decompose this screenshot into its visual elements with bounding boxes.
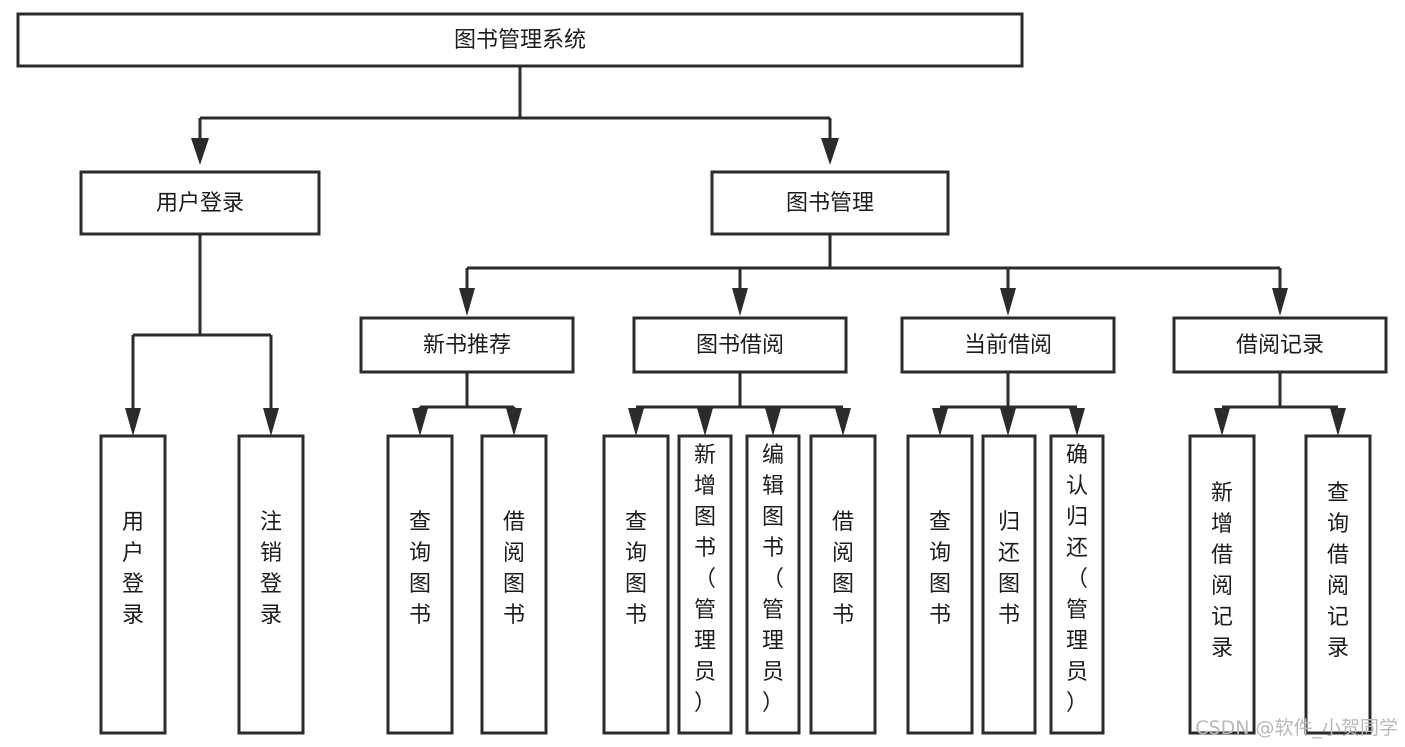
node-leaf-borrow-book-bb-box — [809, 434, 877, 735]
node-leaf-borrow-book-nb[interactable]: 借阅图书 — [480, 434, 548, 735]
node-leaf-user-login-box — [99, 434, 167, 735]
arrow-head-br1 — [1214, 408, 1230, 436]
connectors-bookborrow-to-leaves — [628, 372, 851, 436]
connectors-root-to-level1 — [191, 66, 839, 165]
connectors-borrowrecords-to-leaves — [1214, 372, 1346, 436]
node-user-login-label: 用户登录 — [156, 191, 244, 216]
node-new-book-recommend[interactable]: 新书推荐 — [359, 316, 575, 374]
arrow-head-nb2 — [506, 408, 522, 436]
connectors-currentborrow-to-leaves — [932, 372, 1085, 436]
node-leaf-query-book-nb-label: 查询图书 — [409, 510, 431, 628]
node-leaf-borrow-book-nb-label: 借阅图书 — [503, 510, 525, 628]
arrow-head-cb1 — [932, 408, 948, 436]
arrow-head-leaf-user-login — [125, 408, 141, 436]
node-user-login[interactable]: 用户登录 — [79, 170, 321, 236]
node-book-borrow[interactable]: 图书借阅 — [632, 316, 848, 374]
node-book-management[interactable]: 图书管理 — [710, 170, 950, 236]
arrow-head-cb3 — [1069, 408, 1085, 436]
node-leaf-user-login-label: 用户登录 — [122, 510, 144, 628]
node-book-borrow-label: 图书借阅 — [696, 333, 784, 358]
node-user-login-box — [79, 170, 321, 236]
node-leaf-add-borrow-record-box — [1188, 434, 1256, 735]
arrow-head-bb4 — [835, 408, 851, 436]
node-leaf-borrow-book-bb-label: 借阅图书 — [832, 510, 854, 628]
node-leaf-query-book-cb-box — [906, 434, 974, 735]
node-leaf-edit-book-admin[interactable]: 编辑图书（管理员） — [745, 434, 801, 735]
node-current-borrow[interactable]: 当前借阅 — [900, 316, 1116, 374]
connectors-bookmgmt-to-level2 — [459, 234, 1288, 316]
watermark-label: CSDN @软件_小贺同学 — [1195, 717, 1398, 739]
node-root-book-management-system[interactable]: 图书管理系统 — [16, 12, 1024, 68]
node-leaf-return-book-label: 归还图书 — [998, 510, 1020, 628]
node-leaf-query-book-cb[interactable]: 查询图书 — [906, 434, 974, 735]
node-borrow-records-box — [1172, 316, 1388, 374]
node-borrow-records[interactable]: 借阅记录 — [1172, 316, 1388, 374]
arrow-head-leaf-logout — [263, 408, 279, 436]
arrow-head-user-login — [191, 138, 209, 165]
node-leaf-query-borrow-record[interactable]: 查询借阅记录 — [1304, 434, 1372, 735]
node-borrow-records-label: 借阅记录 — [1236, 333, 1324, 358]
node-root-box — [16, 12, 1024, 68]
arrow-head-bb2 — [697, 408, 713, 436]
arrow-head-bb1 — [628, 408, 644, 436]
node-leaf-return-book-box — [981, 434, 1037, 735]
node-leaf-query-book-nb[interactable]: 查询图书 — [386, 434, 454, 735]
node-leaf-query-book-bb-box — [602, 434, 670, 735]
node-leaf-query-book-nb-box — [386, 434, 454, 735]
arrow-head-borrow — [732, 288, 748, 316]
arrow-head-cb2 — [1000, 408, 1016, 436]
node-leaf-add-borrow-record[interactable]: 新增借阅记录 — [1188, 434, 1256, 735]
node-book-management-box — [710, 170, 950, 236]
node-leaf-query-borrow-record-box — [1304, 434, 1372, 735]
node-leaf-add-book-admin-box — [677, 434, 733, 735]
node-leaf-logout-label: 注销登录 — [260, 510, 282, 628]
node-current-borrow-label: 当前借阅 — [964, 333, 1052, 358]
node-leaf-confirm-return-admin-label: 确认归还（管理员） — [1066, 443, 1088, 716]
node-leaf-edit-book-admin-label: 编辑图书（管理员） — [762, 443, 784, 716]
connectors-newbook-to-leaves — [412, 372, 522, 436]
arrow-head-records — [1272, 288, 1288, 316]
node-leaf-logout-box — [237, 434, 305, 735]
arrow-head-newbook — [459, 288, 475, 316]
node-leaf-return-book[interactable]: 归还图书 — [981, 434, 1037, 735]
node-book-management-label: 图书管理 — [786, 191, 874, 216]
arrow-head-bb3 — [765, 408, 781, 436]
node-leaf-confirm-return-admin[interactable]: 确认归还（管理员） — [1049, 434, 1105, 735]
node-leaf-borrow-book-bb[interactable]: 借阅图书 — [809, 434, 877, 735]
arrow-head-current — [1000, 288, 1016, 316]
node-leaf-add-borrow-record-label: 新增借阅记录 — [1211, 481, 1233, 661]
node-leaf-query-book-cb-label: 查询图书 — [929, 510, 951, 628]
node-leaf-query-borrow-record-label: 查询借阅记录 — [1327, 481, 1349, 661]
node-new-book-recommend-label: 新书推荐 — [423, 333, 511, 358]
arrow-head-book-mgmt — [821, 138, 839, 165]
node-new-book-recommend-box — [359, 316, 575, 374]
node-book-borrow-box — [632, 316, 848, 374]
node-leaf-confirm-return-admin-box — [1049, 434, 1105, 735]
node-leaf-query-book-bb-label: 查询图书 — [625, 510, 647, 628]
node-leaf-logout[interactable]: 注销登录 — [237, 434, 305, 735]
arrow-head-nb1 — [412, 408, 428, 436]
node-leaf-user-login[interactable]: 用户登录 — [99, 434, 167, 735]
node-leaf-borrow-book-nb-box — [480, 434, 548, 735]
connectors-userlogin-to-leaves — [125, 234, 279, 436]
node-leaf-edit-book-admin-box — [745, 434, 801, 735]
node-leaf-add-book-admin-label: 新增图书（管理员） — [694, 443, 716, 716]
node-root-label: 图书管理系统 — [454, 28, 586, 53]
node-leaf-query-book-bb[interactable]: 查询图书 — [602, 434, 670, 735]
node-current-borrow-box — [900, 316, 1116, 374]
arrow-head-br2 — [1330, 408, 1346, 436]
node-leaf-add-book-admin[interactable]: 新增图书（管理员） — [677, 434, 733, 735]
